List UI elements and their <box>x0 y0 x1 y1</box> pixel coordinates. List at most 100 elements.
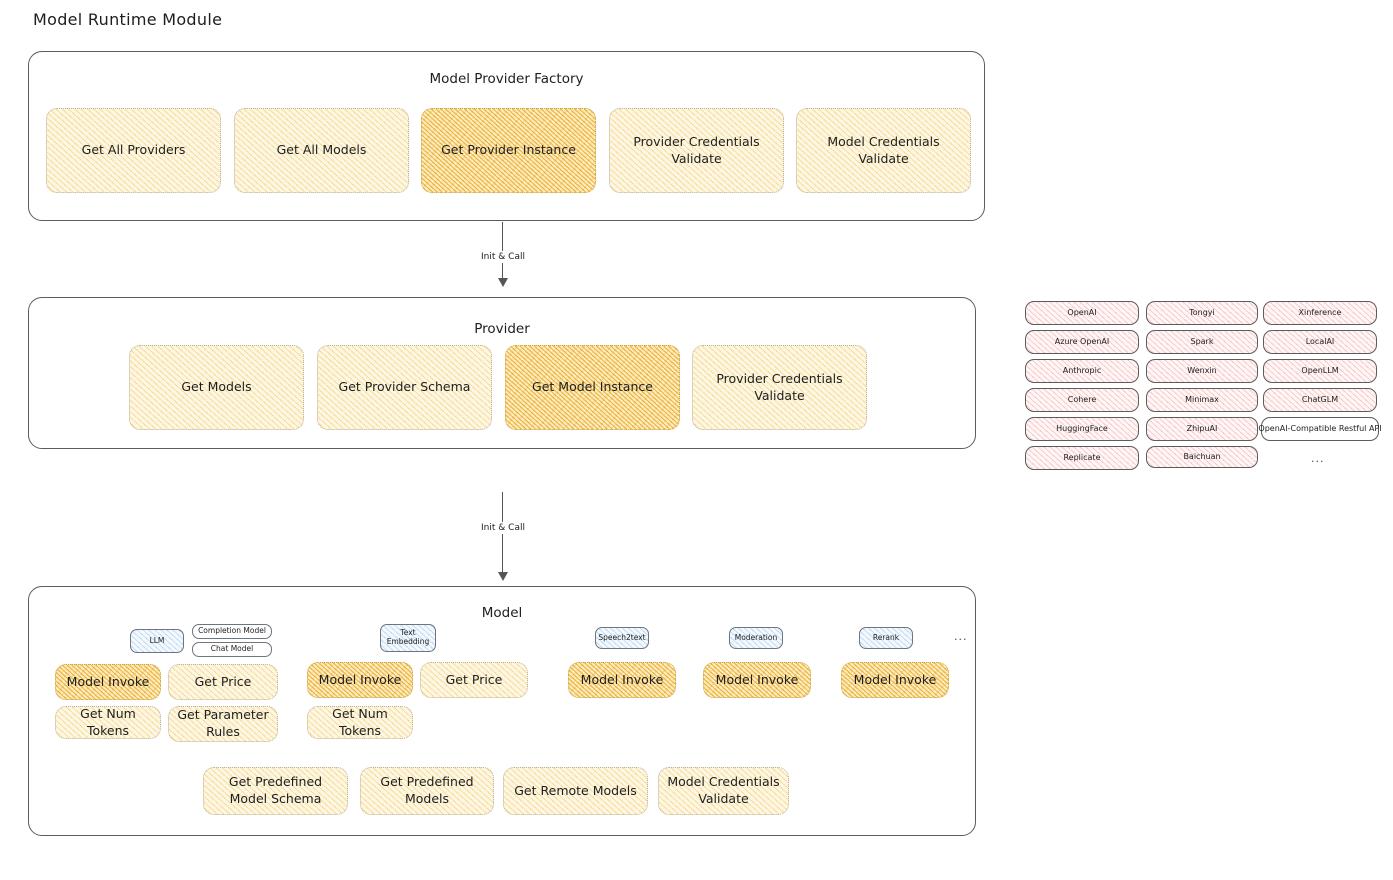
provider-chip-huggingface[interactable]: HuggingFace <box>1025 417 1139 441</box>
provider-method-provider-credentials-validate[interactable]: Provider Credentials Validate <box>692 345 867 430</box>
chip-label: ChatGLM <box>1301 395 1339 405</box>
provider-chip-xinference[interactable]: Xinference <box>1263 301 1377 325</box>
card-label: Get Price <box>445 671 503 687</box>
card-label: Get Num Tokens <box>332 705 388 738</box>
badge-label: LLM <box>149 635 165 645</box>
provider-chip-openai[interactable]: OpenAI <box>1025 301 1139 325</box>
factory-method-get-provider-instance[interactable]: Get Provider Instance <box>421 108 596 193</box>
model-shared-method-get-predefined-model-schema[interactable]: Get Predefined Model Schema <box>203 767 348 815</box>
model-subtype-badge-completion-model[interactable]: Completion Model <box>192 624 272 639</box>
model-shared-method-get-predefined-models[interactable]: Get Predefined Models <box>360 767 494 815</box>
chip-label: Azure OpenAI <box>1054 337 1110 347</box>
speech2text-method-model-invoke[interactable]: Model Invoke <box>568 662 676 698</box>
factory-method-get-all-providers[interactable]: Get All Providers <box>46 108 221 193</box>
arrow-factory-to-provider-label: Init & Call <box>476 251 530 263</box>
model-type-badge-llm[interactable]: LLM <box>130 629 184 653</box>
card-label: Get Num Tokens <box>80 705 136 738</box>
provider-chip-chatglm[interactable]: ChatGLM <box>1263 388 1377 412</box>
model-type-badge-rerank[interactable]: Rerank <box>859 627 913 649</box>
card-label: Get Provider Schema <box>338 379 471 395</box>
factory-method-provider-credentials-validate[interactable]: Provider Credentials Validate <box>609 108 784 193</box>
text-embedding-method-get-num-tokens[interactable]: Get Num Tokens <box>307 706 413 739</box>
llm-method-get-num-tokens[interactable]: Get Num Tokens <box>55 706 161 739</box>
chip-label: Anthropic <box>1062 366 1102 376</box>
card-label: Get Model Instance <box>532 379 653 395</box>
badge-label: Rerank <box>872 632 900 642</box>
card-label: Get Models <box>181 379 252 395</box>
provider-chip-replicate[interactable]: Replicate <box>1025 446 1139 470</box>
provider-chip-minimax[interactable]: Minimax <box>1146 388 1258 412</box>
model-shared-method-get-remote-models[interactable]: Get Remote Models <box>503 767 648 815</box>
card-label: Provider Credentials Validate <box>633 133 760 166</box>
model-container: Model LLM Completion Model Chat Model Mo… <box>28 586 993 853</box>
chip-label: Minimax <box>1185 395 1219 405</box>
model-type-badge-moderation[interactable]: Moderation <box>729 627 783 649</box>
card-label: Get All Providers <box>81 142 186 158</box>
provider-chip-wenxin[interactable]: Wenxin <box>1146 359 1258 383</box>
provider-method-get-model-instance[interactable]: Get Model Instance <box>505 345 680 430</box>
model-type-badge-speech2text[interactable]: Speech2text <box>595 627 649 649</box>
chip-label: Spark <box>1190 337 1214 347</box>
provider-method-get-models[interactable]: Get Models <box>129 345 304 430</box>
chip-label: Cohere <box>1067 395 1097 405</box>
model-shared-method-model-credentials-validate[interactable]: Model Credentials Validate <box>658 767 789 815</box>
provider-chip-openllm[interactable]: OpenLLM <box>1263 359 1377 383</box>
provider-chip-anthropic[interactable]: Anthropic <box>1025 359 1139 383</box>
chip-label: Tongyi <box>1189 308 1215 318</box>
factory-method-get-all-models[interactable]: Get All Models <box>234 108 409 193</box>
moderation-method-model-invoke[interactable]: Model Invoke <box>703 662 811 698</box>
card-label: Model Invoke <box>715 671 799 687</box>
factory-method-model-credentials-validate[interactable]: Model Credentials Validate <box>796 108 971 193</box>
arrow-factory-to-provider-head <box>498 278 508 287</box>
provider-chip-tongyi[interactable]: Tongyi <box>1146 301 1258 325</box>
text-embedding-method-model-invoke[interactable]: Model Invoke <box>307 662 413 698</box>
llm-method-model-invoke[interactable]: Model Invoke <box>55 664 161 700</box>
provider-chip-openai-compatible-restful-api[interactable]: OpenAI-Compatible Restful API <box>1258 417 1382 441</box>
chip-label: HuggingFace <box>1056 424 1108 434</box>
provider-chip-cohere[interactable]: Cohere <box>1025 388 1139 412</box>
llm-method-get-price[interactable]: Get Price <box>168 664 278 700</box>
provider-container: Provider Get Models Get Provider Schema … <box>28 297 993 466</box>
page-title: Model Runtime Module <box>33 10 223 29</box>
card-label: Model Credentials Validate <box>827 133 940 166</box>
card-label: Get Predefined Models <box>380 774 474 806</box>
badge-label: Completion Model <box>198 626 266 636</box>
provider-chip-baichuan[interactable]: Baichuan <box>1146 446 1258 468</box>
provider-chip-localai[interactable]: LocalAI <box>1263 330 1377 354</box>
provider-chip-spark[interactable]: Spark <box>1146 330 1258 354</box>
provider-method-get-provider-schema[interactable]: Get Provider Schema <box>317 345 492 430</box>
factory-title: Model Provider Factory <box>429 71 584 87</box>
badge-label: Speech2text <box>598 632 646 642</box>
chip-label: OpenAI-Compatible Restful API <box>1258 424 1382 434</box>
arrow-provider-to-model-line <box>502 492 504 578</box>
chip-label: Replicate <box>1063 453 1101 463</box>
card-label: Model Credentials Validate <box>667 774 780 806</box>
badge-label: Text Embedding <box>386 628 430 646</box>
provider-list-more: ... <box>1311 452 1325 465</box>
rerank-method-model-invoke[interactable]: Model Invoke <box>841 662 949 698</box>
provider-title: Provider <box>474 321 530 337</box>
card-label: Get Price <box>194 673 252 689</box>
card-label: Get All Models <box>276 142 367 158</box>
provider-chip-azure-openai[interactable]: Azure OpenAI <box>1025 330 1139 354</box>
card-label: Model Invoke <box>580 671 664 687</box>
model-subtype-badge-chat-model[interactable]: Chat Model <box>192 642 272 657</box>
chip-label: OpenLLM <box>1301 366 1339 376</box>
chip-label: Baichuan <box>1183 452 1221 462</box>
provider-chip-zhipuai[interactable]: ZhipuAI <box>1146 417 1258 441</box>
model-type-badge-text-embedding[interactable]: Text Embedding <box>380 624 436 652</box>
model-title: Model <box>481 605 523 621</box>
chip-label: Xinference <box>1298 308 1342 318</box>
card-label: Model Invoke <box>853 671 937 687</box>
card-label: Model Invoke <box>66 673 150 689</box>
card-label: Get Remote Models <box>514 782 637 798</box>
card-label: Get Provider Instance <box>441 142 576 158</box>
card-label: Get Parameter Rules <box>177 707 269 739</box>
card-label: Provider Credentials Validate <box>716 370 843 403</box>
llm-method-get-parameter-rules[interactable]: Get Parameter Rules <box>168 706 278 742</box>
chip-label: ZhipuAI <box>1186 424 1218 434</box>
badge-label: Moderation <box>734 632 778 642</box>
model-types-more: ... <box>954 630 968 643</box>
text-embedding-method-get-price[interactable]: Get Price <box>420 662 528 698</box>
